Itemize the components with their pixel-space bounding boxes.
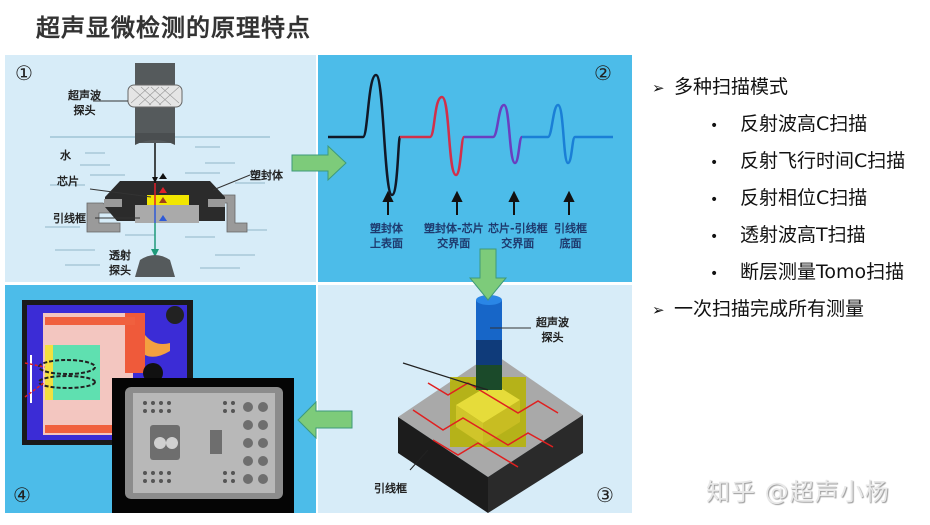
arrow-bullet-icon: ➢ <box>652 301 665 319</box>
list-item: • 反射飞行时间C扫描 <box>652 146 905 183</box>
page-title: 超声显微检测的原理特点 <box>36 14 311 42</box>
label-ultrasonic-probe-3d: 超声波 探头 <box>536 315 569 345</box>
heading-text: 一次扫描完成所有测量 <box>674 298 865 320</box>
label-ultrasonic-probe: 超声波 探头 <box>68 88 101 118</box>
panel-number-3: ③ <box>596 483 614 507</box>
label-mold-body: 塑封体 <box>250 169 283 182</box>
label-line: 探头 <box>73 104 96 117</box>
bullet-icon: • <box>710 155 719 171</box>
label-line: 交界面 <box>501 237 535 250</box>
feature-heading-scan-modes: ➢ 多种扫描模式 <box>652 72 905 109</box>
label-line: 引线框 <box>554 222 587 235</box>
list-item-text: 透射波高T扫描 <box>740 224 866 246</box>
list-item: • 反射波高C扫描 <box>652 109 905 146</box>
label-line: 底面 <box>559 237 582 250</box>
interface-label-mold-chip: 塑封体-芯片 交界面 <box>424 221 484 251</box>
label-transmission-probe: 透射 探头 <box>109 248 131 278</box>
label-line: 塑封体 <box>370 222 403 235</box>
echo-waveform <box>328 73 613 215</box>
label-lead-frame: 引线框 <box>53 212 86 225</box>
scan-result-images <box>22 300 294 513</box>
panel-3d-scan: 超声波 探头 引线框 ③ <box>318 285 632 513</box>
arrow-bullet-icon: ➢ <box>652 79 665 97</box>
list-item-text: 反射飞行时间C扫描 <box>740 150 906 172</box>
bullet-icon: • <box>710 266 719 282</box>
label-lead-frame-3d: 引线框 <box>374 482 407 495</box>
list-item-text: 反射波高C扫描 <box>740 113 868 135</box>
label-line: 透射 <box>109 249 131 262</box>
label-line: 交界面 <box>437 237 471 250</box>
label-line: 芯片-引线框 <box>488 222 548 235</box>
panel-number-2: ② <box>594 61 612 85</box>
label-line: 超声波 <box>536 316 569 329</box>
feature-heading-one-scan: ➢ 一次扫描完成所有测量 <box>652 294 905 331</box>
label-line: 塑封体-芯片 <box>424 222 484 235</box>
list-item: • 断层测量Tomo扫描 <box>652 257 905 294</box>
interface-label-mold-top: 塑封体 上表面 <box>370 221 403 251</box>
bullet-icon: • <box>710 229 719 245</box>
bullet-icon: • <box>710 192 719 208</box>
panel-number-1: ① <box>15 61 33 85</box>
feature-list: ➢ 多种扫描模式 • 反射波高C扫描 • 反射飞行时间C扫描 • 反射相位C扫描 • 透射… <box>652 72 905 331</box>
label-chip: 芯片 <box>57 175 79 188</box>
panel-waveform: ② 塑封体 上表面 塑封体-芯片 交界面 芯片-引线框 交界面 引线框 底面 <box>318 55 632 282</box>
list-item: • 透射波高T扫描 <box>652 220 905 257</box>
scan-path-illustration <box>398 295 583 513</box>
bullet-icon: • <box>710 118 719 134</box>
interface-label-chip-leadframe: 芯片-引线框 交界面 <box>488 221 548 251</box>
list-item: • 反射相位C扫描 <box>652 183 905 220</box>
label-line: 探头 <box>109 264 131 277</box>
list-item-text: 断层测量Tomo扫描 <box>740 261 905 283</box>
label-line: 探头 <box>541 331 564 344</box>
list-item-text: 反射相位C扫描 <box>740 187 868 209</box>
panel-scan-results: ④ <box>5 285 316 513</box>
panel-number-4: ④ <box>13 483 31 507</box>
label-water: 水 <box>60 149 71 162</box>
label-line: 超声波 <box>68 89 101 102</box>
panel-cross-section: ① 超声波 探头 水 芯片 塑封体 引线框 透射 探头 <box>5 55 316 282</box>
interface-label-leadframe-bottom: 引线框 底面 <box>554 221 587 251</box>
label-line: 上表面 <box>370 237 403 250</box>
heading-text: 多种扫描模式 <box>674 76 789 98</box>
cross-section-illustration <box>45 63 270 277</box>
watermark: 知乎 @超声小杨 <box>706 478 890 506</box>
